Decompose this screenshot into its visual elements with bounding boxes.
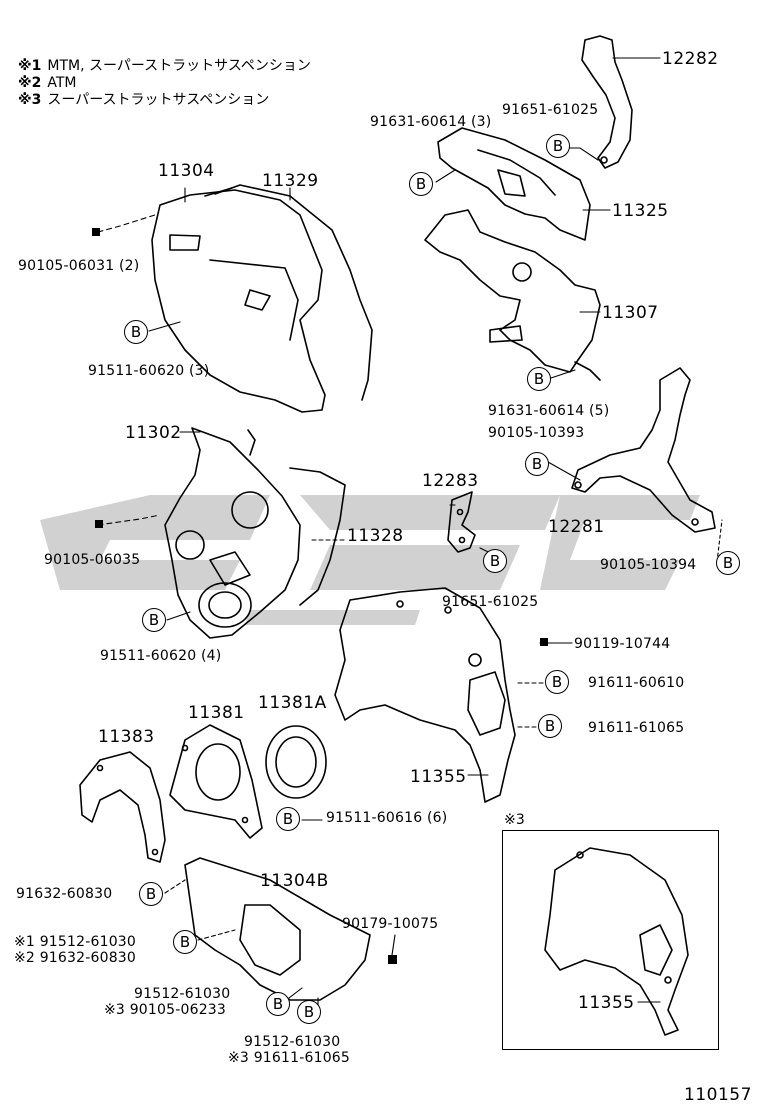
bolt-symbol-b: B [173, 930, 197, 954]
part-11325-cover [437, 127, 591, 241]
variant-box [502, 830, 719, 1050]
label-91511-60616: 91511-60616 (6) [326, 810, 448, 826]
label-11383: 11383 [98, 727, 155, 747]
label-91611-60610: 91611-60610 [588, 675, 685, 691]
label-n3-91611-61065: ※3 91611-61065 [228, 1050, 351, 1066]
bolt-symbol-b: B [276, 807, 300, 831]
label-90105-06031: 90105-06031 (2) [18, 258, 140, 274]
bolt-symbol-b: B [409, 172, 433, 196]
label-11325: 11325 [612, 201, 669, 221]
label-91651-61025-mid: 91651-61025 [442, 594, 539, 610]
bolt-symbol-b: B [142, 608, 166, 632]
label-11381A: 11381A [258, 693, 327, 713]
bolt-symbol-b: B [124, 320, 148, 344]
part-11302-lower-cover [164, 427, 301, 639]
bolt-symbol-b: B [525, 452, 549, 476]
part-11355-alt-plate [544, 847, 689, 1036]
part-12282-bracket [581, 35, 633, 169]
label-90119-10744: 90119-10744 [574, 636, 671, 652]
label-12281: 12281 [548, 517, 605, 537]
label-91631-60614-3: 91631-60614 (3) [370, 114, 492, 130]
bolt-symbol-b: B [139, 882, 163, 906]
label-12283: 12283 [422, 471, 479, 491]
label-11329: 11329 [262, 171, 319, 191]
label-91651-61025-top: 91651-61025 [502, 102, 599, 118]
label-11355: 11355 [410, 767, 467, 787]
label-91632-60830: 91632-60830 [16, 886, 113, 902]
label-11304B: 11304B [260, 871, 329, 891]
label-91512-61030-b: 91512-61030 [244, 1034, 341, 1050]
part-11304B-cover [184, 857, 371, 1001]
label-n3-90105-06233: ※3 90105-06233 [104, 1002, 227, 1018]
box-variant-mark: ※3 [504, 812, 526, 828]
part-11304-upper-cover [151, 189, 326, 413]
label-90105-10394: 90105-10394 [600, 557, 697, 573]
label-90105-06035: 90105-06035 [44, 552, 141, 568]
part-11381A-oil-seal [265, 725, 327, 799]
part-11328-gasket [289, 467, 346, 606]
bolt-symbol-b: B [527, 367, 551, 391]
label-11304: 11304 [158, 161, 215, 181]
part-11383-retainer [79, 751, 166, 863]
label-90105-10393: 90105-10393 [488, 425, 585, 441]
label-11302: 11302 [125, 423, 182, 443]
label-91511-60620-3: 91511-60620 (3) [88, 363, 210, 379]
bolt-symbol-b: B [716, 551, 740, 575]
label-11355-box: 11355 [578, 993, 635, 1013]
bolt-symbol-b: B [266, 992, 290, 1016]
label-11381: 11381 [188, 703, 245, 723]
label-n2-91632-60830: ※2 91632-60830 [14, 950, 137, 966]
label-91611-61065: 91611-61065 [588, 720, 685, 736]
bolt-symbol-b: B [297, 1000, 321, 1024]
label-12282: 12282 [662, 49, 719, 69]
label-91511-60620-4: 91511-60620 (4) [100, 648, 222, 664]
bolt-symbol-b: B [483, 549, 507, 573]
bolt-symbol-b: B [538, 714, 562, 738]
part-11381-housing [169, 724, 263, 839]
label-n1-91512-61030: ※1 91512-61030 [14, 934, 137, 950]
label-91512-61030-a: 91512-61030 [134, 986, 231, 1002]
diagram-number: 110157 [684, 1085, 752, 1105]
label-11307: 11307 [602, 303, 659, 323]
bolt-symbol-b: B [545, 670, 569, 694]
label-91631-60614-5: 91631-60614 (5) [488, 403, 610, 419]
bolt-symbol-b: B [546, 134, 570, 158]
part-11307-inner-cover [424, 209, 601, 381]
part-12283-bracket [447, 491, 476, 553]
part-11355-back-plate [334, 587, 516, 803]
part-12281-bracket [571, 367, 716, 533]
label-11328: 11328 [347, 526, 404, 546]
part-11329-gasket [204, 184, 373, 401]
label-90179-10075: 90179-10075 [342, 916, 439, 932]
